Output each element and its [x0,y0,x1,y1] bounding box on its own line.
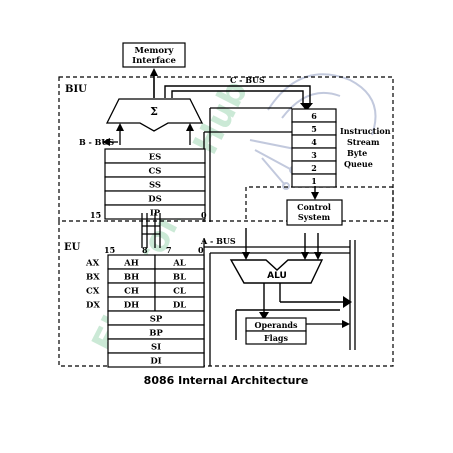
biu-bit-15: 15 [90,210,101,220]
register-name-dx: DX [86,301,100,311]
segment-register-label: SS [149,181,161,191]
queue-label: Instruction Stream Byte Queue [340,126,391,169]
eu-bit-7: 7 [166,245,172,255]
address-adder [105,98,204,132]
biu-bit-0: 0 [201,210,207,220]
register-high-label: BH [124,273,139,283]
register-name-cx: CX [86,287,100,297]
queue-label-line4: Queue [344,159,373,169]
control-system-line2: System [298,212,331,222]
alu-output-lines [235,283,345,340]
memory-interface-line1: Memory [135,46,175,56]
queue-slot-label: 4 [311,137,317,147]
memory-interface-block [122,42,186,68]
queue-slot-label: 5 [311,124,317,134]
biu-label: BIU [65,84,87,95]
pointer-register-label: DI [150,357,161,367]
queue-label-line1: Instruction [340,126,391,136]
diagram-caption: 8086 Internal Architecture [144,374,309,387]
a-bus-label: A - BUS [200,236,236,246]
register-name-bx: BX [86,273,100,283]
biu-boundary [58,76,394,222]
register-high-label: DH [124,301,139,311]
eu-boundary [58,186,394,367]
b-bus-label: B - BUS [79,137,114,147]
general-register-file: AX AH AL BX BH BL CX CH CL DX DH DL [85,254,205,312]
queue-slot-label: 3 [311,150,317,160]
eu-bit-8: 8 [142,245,148,255]
control-system-block [286,199,343,226]
register-low-label: CL [173,287,186,297]
memory-interface-line2: Interface [132,56,176,66]
alu-label: ALU [267,271,287,281]
register-low-label: BL [173,273,186,283]
operands-label: Operands [255,320,298,330]
eu-bit-15: 15 [104,245,115,255]
c-bus [164,85,311,104]
register-high-label: CH [124,287,139,297]
flags-label: Flags [264,333,288,343]
c-bus-arrowhead [300,103,313,111]
segment-register-label: CS [149,167,162,177]
pointer-register-file: SP BP SI DI [107,310,205,368]
adder-symbol: Σ [150,105,158,118]
queue-slot-label: 1 [311,176,317,186]
biu-eu-bus [141,213,161,248]
queue-slot-label: 6 [311,111,317,121]
register-name-ax: AX [85,259,100,269]
register-low-label: AL [172,259,186,269]
segment-register-label: ES [149,153,162,163]
queue-label-line3: Byte [347,148,367,158]
queue-slot-label: 2 [311,163,317,173]
segment-register-label: DS [148,195,162,205]
control-system-line1: Control [297,202,331,212]
eu-label: EU [64,242,81,253]
pointer-register-label: SI [151,343,161,353]
eu-bit-0: 0 [198,245,204,255]
queue-label-line2: Stream [347,137,380,147]
pointer-register-label: BP [149,329,163,339]
section-boundaries [58,76,394,367]
register-high-label: AH [123,259,139,269]
alu-block [229,259,324,284]
flags-block [245,330,307,345]
a-bus [203,240,356,366]
queue-slot-1 [291,173,337,188]
pointer-register-label: SP [150,315,163,325]
pointer-register-di [107,352,205,368]
instruction-queue: 6 5 4 3 2 1 [291,108,337,188]
register-low-label: DL [173,301,186,311]
c-bus-label: C - BUS [230,75,265,85]
